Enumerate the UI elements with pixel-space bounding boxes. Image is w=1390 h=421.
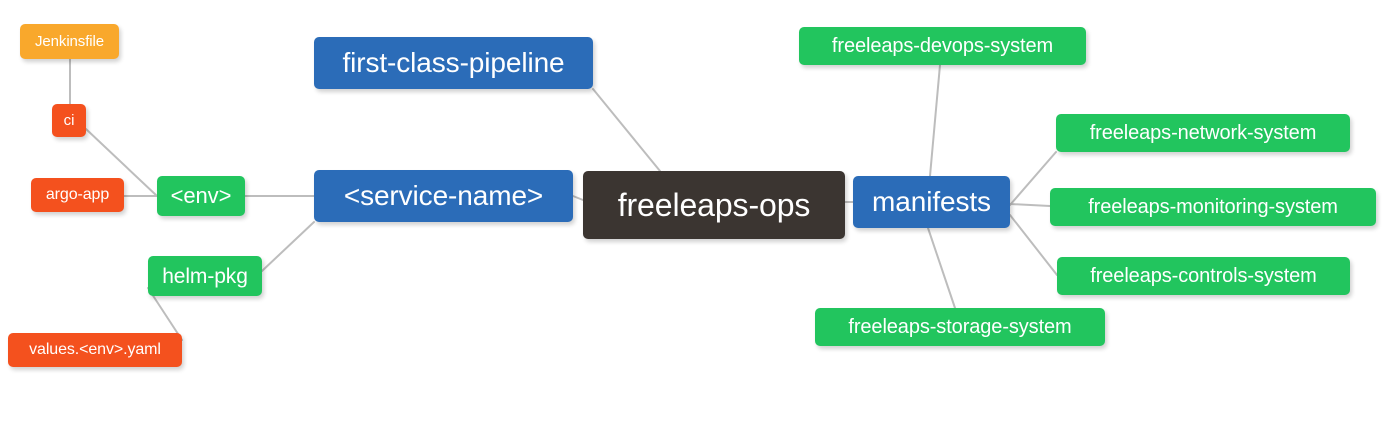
mindmap-node-freeleaps-ops[interactable]: freeleaps-ops [583, 171, 845, 239]
mindmap-node-label: freeleaps-network-system [1089, 122, 1317, 144]
mindmap-node-label: freeleaps-devops-system [831, 35, 1054, 57]
mindmap-node-label: values.<env>.yaml [29, 341, 161, 358]
mindmap-node-label: helm-pkg [162, 264, 248, 288]
mindmap-node-jenkinsfile[interactable]: Jenkinsfile [20, 24, 119, 59]
mindmap-node-label: <env> [170, 183, 232, 208]
mindmap-node-ci[interactable]: ci [52, 104, 86, 137]
mindmap-node-label: Jenkinsfile [35, 33, 104, 50]
mindmap-node-service-name[interactable]: <service-name> [314, 170, 573, 222]
mindmap-edge [1009, 203, 1051, 207]
mindmap-node-label: <service-name> [343, 180, 544, 211]
mindmap-node-label: freeleaps-monitoring-system [1088, 196, 1338, 218]
mindmap-edge [927, 227, 956, 309]
mindmap-node-first-class-pipeline[interactable]: first-class-pipeline [314, 37, 593, 89]
mindmap-edge [572, 195, 584, 201]
mindmap-node-freeleaps-controls-system[interactable]: freeleaps-controls-system [1057, 257, 1350, 295]
mindmap-node-freeleaps-devops-system[interactable]: freeleaps-devops-system [799, 27, 1086, 65]
mindmap-node-label: freeleaps-controls-system [1090, 265, 1317, 287]
mindmap-node-label: ci [63, 112, 75, 129]
mindmap-node-label: freeleaps-storage-system [848, 316, 1072, 338]
mindmap-edge [592, 88, 661, 172]
mindmap-node-freeleaps-monitoring-system[interactable]: freeleaps-monitoring-system [1050, 188, 1376, 226]
mindmap-node-helm-pkg[interactable]: helm-pkg [148, 256, 262, 296]
mindmap-edge [261, 221, 315, 272]
mindmap-node-env[interactable]: <env> [157, 176, 245, 216]
mindmap-node-freeleaps-network-system[interactable]: freeleaps-network-system [1056, 114, 1350, 152]
mindmap-node-label: first-class-pipeline [342, 47, 565, 78]
mindmap-node-values-yaml[interactable]: values.<env>.yaml [8, 333, 182, 367]
mindmap-node-argo-app[interactable]: argo-app [31, 178, 124, 212]
mindmap-node-freeleaps-storage-system[interactable]: freeleaps-storage-system [815, 308, 1105, 346]
mindmap-node-label: freeleaps-ops [617, 187, 811, 223]
mindmap-edge [1009, 214, 1058, 276]
mindmap-node-manifests[interactable]: manifests [853, 176, 1010, 228]
mindmap-edge [929, 64, 941, 177]
mindmap-node-label: manifests [872, 186, 991, 217]
mindmap-node-label: argo-app [45, 186, 110, 203]
